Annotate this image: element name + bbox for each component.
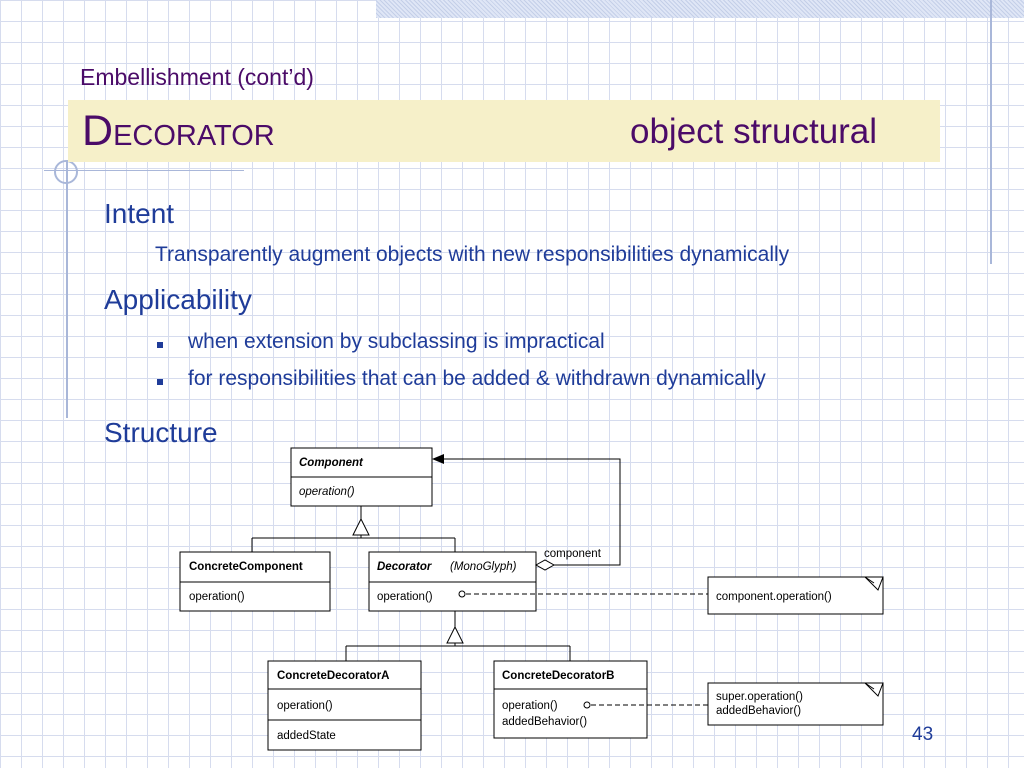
aggregation-association: component [432,454,621,571]
applicability-item: when extension by subclassing is impract… [188,330,605,353]
component-class-box: Component operation() [290,447,433,507]
concrete-component-class-name: ConcreteComponent [189,561,303,573]
applicability-item: for responsibilities that can be added &… [188,367,766,390]
concrete-decorator-b-operation: operation() [502,700,558,712]
title-initial: D [82,107,114,155]
decorator-operation: operation() [377,591,433,603]
decorator-note-text: component.operation() [716,591,832,603]
decorative-circle [54,160,78,184]
concrete-decorator-a-state: addedState [277,730,336,742]
component-role-label: component [544,548,602,560]
decorator-class-name: Decorator [377,561,432,573]
title-classification: object structural [630,112,878,151]
inheritance-arrow-component [251,506,456,552]
concrete-decorator-a-operation: operation() [277,700,333,712]
concrete-component-class-box: ConcreteComponent operation() [179,551,331,612]
title-rest: ECORATOR [113,120,275,152]
decorative-horizontal-line [44,170,244,171]
decorator-note-box: component.operation() [707,576,884,615]
concrete-decorator-a-class-box: ConcreteDecoratorA operation() addedStat… [267,660,422,751]
concrete-decorator-b-behavior: addedBehavior() [502,716,587,728]
title-bar [68,100,940,162]
concrete-component-operation: operation() [189,591,245,603]
decorator-class-box: Decorator (MonoGlyph) operation() [368,551,537,612]
decorator-b-note-link [583,701,708,709]
page-number: 43 [912,724,934,745]
concrete-decorator-a-class-name: ConcreteDecoratorA [277,670,389,682]
applicability-heading: Applicability [104,284,252,315]
decorator-b-note-line2: addedBehavior() [716,705,801,717]
bullet-icon [157,342,163,348]
top-hatch-band [376,0,1024,18]
component-operation: operation() [299,486,355,498]
decorative-vertical-line-right [990,0,992,264]
decorator-note-link [458,590,708,598]
structure-heading: Structure [104,417,218,448]
decorator-b-note-box: super.operation() addedBehavior() [707,682,884,726]
slide-subtitle: Embellishment (cont’d) [80,64,314,90]
decorator-b-note-line1: super.operation() [716,691,803,703]
inheritance-arrow-decorator [345,611,571,661]
intent-heading: Intent [104,198,175,229]
bullet-icon [157,379,163,385]
concrete-decorator-b-class-name: ConcreteDecoratorB [502,670,614,682]
component-class-name: Component [299,457,364,469]
intent-text: Transparently augment objects with new r… [155,243,790,266]
concrete-decorator-b-class-box: ConcreteDecoratorB operation() addedBeha… [493,660,648,739]
decorative-vertical-line-left [66,160,68,418]
slide-title: DECORATOR [82,103,275,169]
decorator-class-note: (MonoGlyph) [450,561,517,573]
